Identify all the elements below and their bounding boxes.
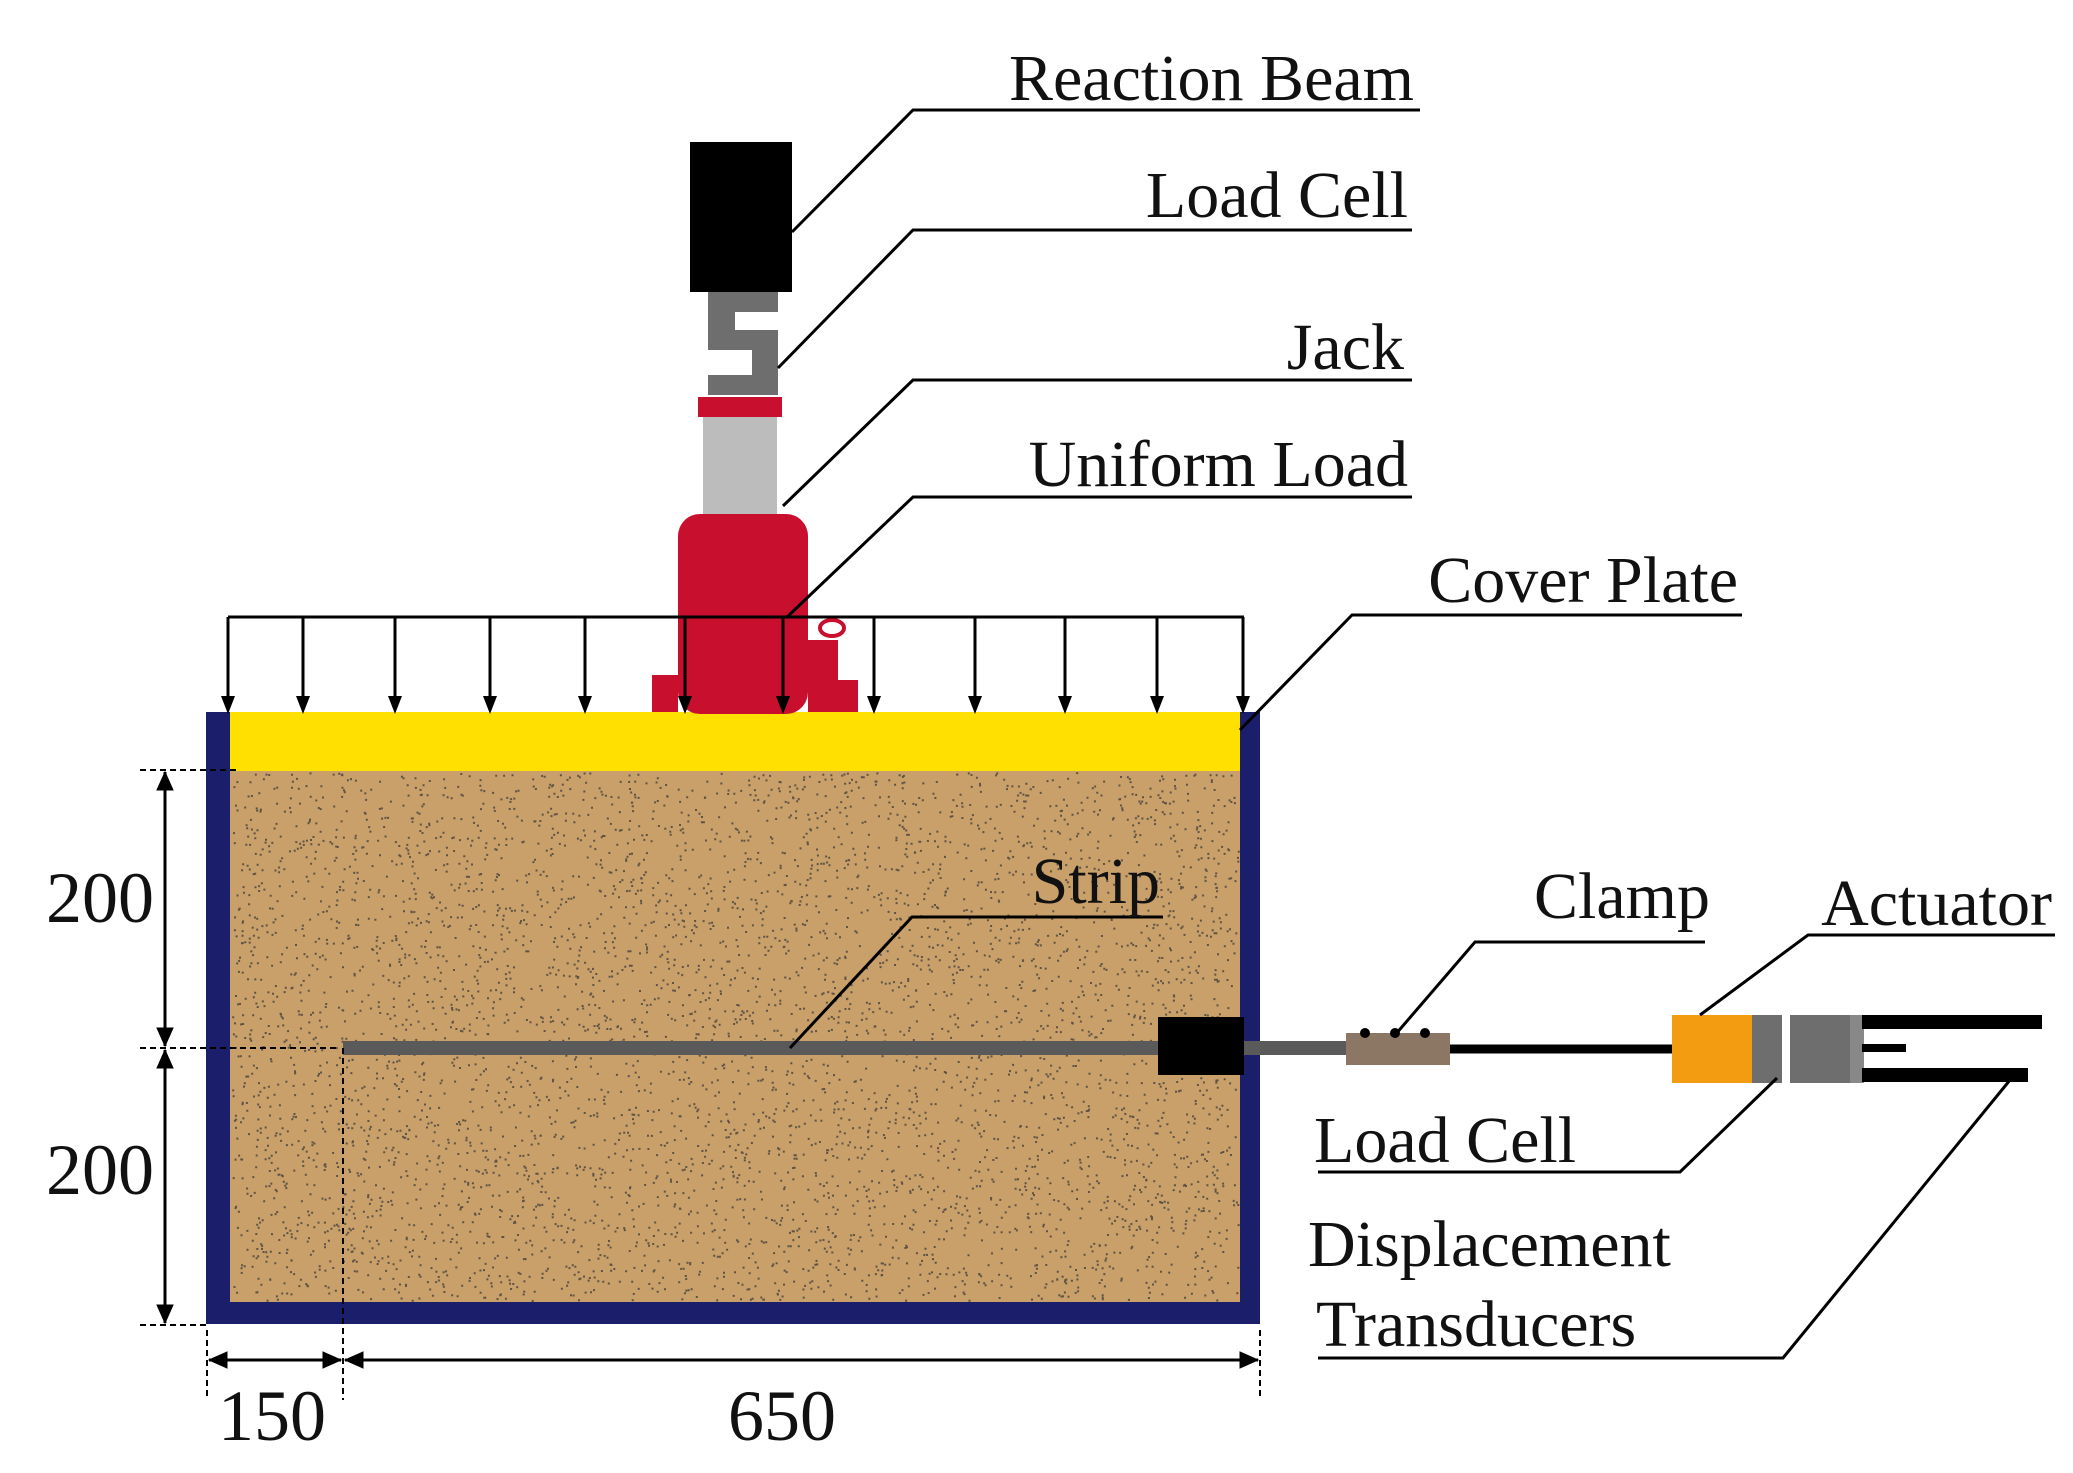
- uniform-load-arrows: [221, 617, 1250, 714]
- load-arrow-head: [296, 696, 310, 714]
- load-arrow-head: [388, 696, 402, 714]
- dim-label-650: 650: [728, 1376, 836, 1456]
- load-cell-top: [708, 292, 778, 395]
- jack-piston: [703, 417, 777, 517]
- jack-body: [678, 514, 808, 714]
- load-arrow-head: [483, 696, 497, 714]
- label-displacement: Displacement: [1308, 1208, 1671, 1281]
- dim-arrow: [156, 770, 174, 1048]
- load-arrow-head: [776, 696, 790, 714]
- jack-pump: [808, 640, 858, 712]
- label-jack: Jack: [1287, 311, 1404, 384]
- leader-actuator: [1699, 933, 2055, 1017]
- label-cover-plate: Cover Plate: [1428, 544, 1738, 617]
- load-cell-body: [1752, 1015, 1782, 1083]
- jack-handle: [818, 618, 846, 638]
- label-clamp: Clamp: [1534, 860, 1710, 933]
- label-uniform-load: Uniform Load: [1029, 428, 1408, 501]
- label-actuator: Actuator: [1821, 867, 2052, 940]
- dim-arrow: [343, 1351, 1260, 1369]
- load-arrow-head: [678, 696, 692, 714]
- soil-texture: [232, 772, 1240, 1302]
- clamp-bolt: [1360, 1028, 1370, 1038]
- actuator-body: [1672, 1015, 1752, 1083]
- dim-label-lower: 200: [46, 1130, 154, 1210]
- label-strip: Strip: [1032, 845, 1160, 918]
- load-arrow-head: [867, 696, 881, 714]
- clamp-body: [1346, 1033, 1450, 1065]
- dim-arrow: [156, 1048, 174, 1325]
- labels: Reaction Beam Load Cell Jack Uniform Loa…: [46, 42, 2052, 1456]
- leader-load-cell-top: [776, 228, 1412, 370]
- leader-cover-plate: [1238, 613, 1742, 732]
- leader-jack: [781, 378, 1412, 508]
- dimensions: [140, 769, 1261, 1400]
- load-arrow-head: [1058, 696, 1072, 714]
- dim-arrow: [207, 1351, 343, 1369]
- dim-label-upper: 200: [46, 858, 154, 938]
- load-cell-body: [1790, 1015, 1850, 1083]
- soil-box: [206, 712, 1260, 1324]
- label-transducers: Transducers: [1316, 1288, 1636, 1361]
- leader-uniform-load: [784, 495, 1412, 620]
- clamp-bolt: [1420, 1028, 1430, 1038]
- load-arrow-head: [221, 696, 235, 714]
- leader-load-cell-bottom: [1318, 1076, 1779, 1174]
- dim-label-150: 150: [218, 1376, 326, 1456]
- leader-lines: [776, 108, 2055, 1360]
- load-arrow-head: [1150, 696, 1164, 714]
- leader-clamp: [1393, 940, 1705, 1036]
- jack-red-ring: [698, 397, 782, 417]
- label-load-cell-top: Load Cell: [1146, 159, 1408, 232]
- strip-end-block: [1158, 1017, 1244, 1075]
- load-arrow-head: [578, 696, 592, 714]
- actuator-plate: [1850, 1015, 1864, 1083]
- reaction-beam: [690, 142, 792, 292]
- load-arrow-head: [968, 696, 982, 714]
- cover-plate: [230, 712, 1240, 771]
- soil-speckles: [232, 772, 1240, 1302]
- label-reaction-beam: Reaction Beam: [1009, 42, 1414, 115]
- load-arrow-head: [1236, 696, 1250, 714]
- leader-strip: [788, 915, 1163, 1050]
- label-load-cell-bottom: Load Cell: [1314, 1104, 1576, 1177]
- load-cell-gap: [1782, 1038, 1790, 1060]
- soil-fill: [230, 712, 1240, 1302]
- leader-transducers: [1318, 1079, 2012, 1360]
- leader-reaction-beam: [790, 108, 1420, 234]
